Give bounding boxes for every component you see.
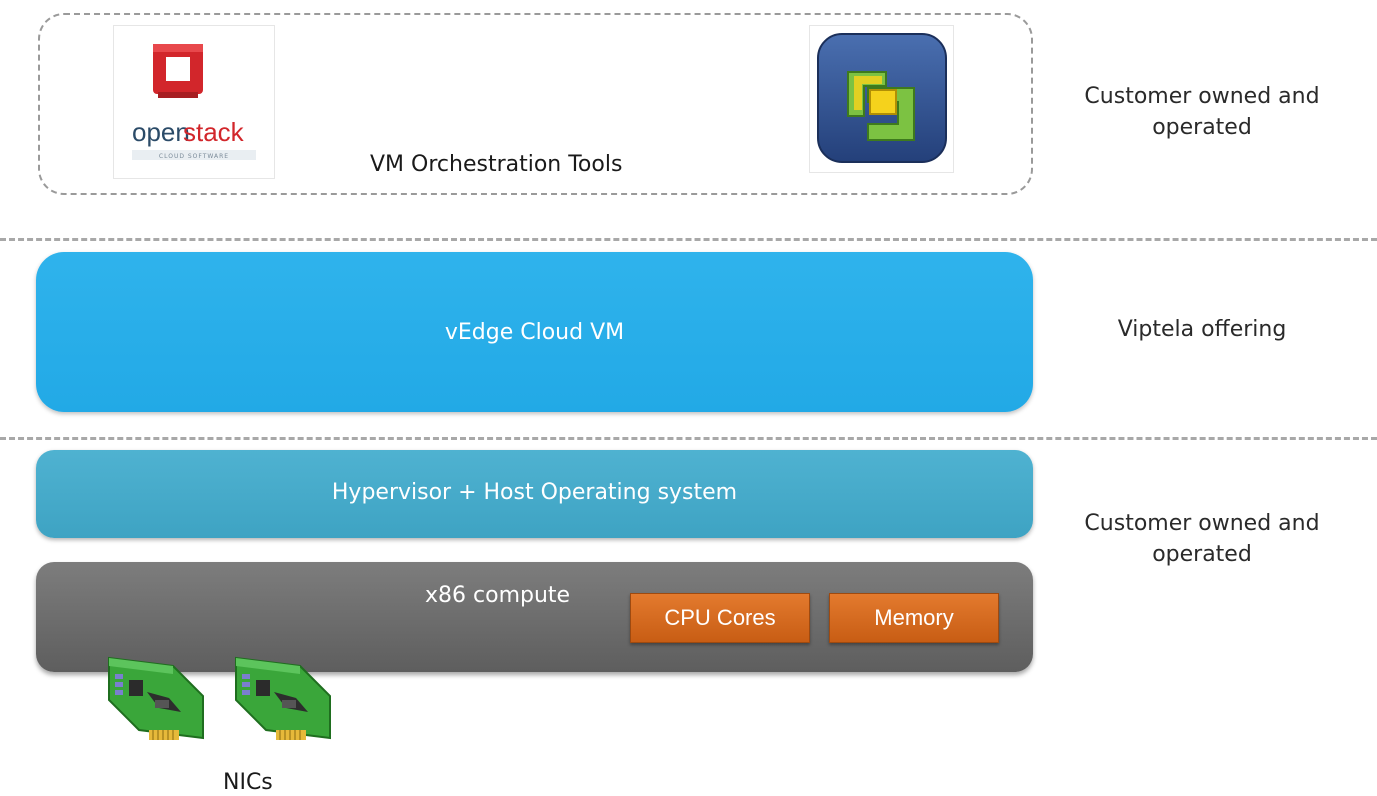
side-label-bottom-line1: Customer owned and <box>1084 511 1320 536</box>
network-card-icon <box>235 656 331 740</box>
side-label-bottom-line2: operated <box>1152 542 1252 567</box>
openstack-wordmark-stack: stack <box>183 117 245 147</box>
cpu-cores-block: CPU Cores <box>630 593 810 643</box>
side-label-top-line1: Customer owned and <box>1084 84 1320 109</box>
vsphere-logo-card <box>809 25 954 173</box>
memory-label: Memory <box>874 605 954 630</box>
orchestration-label: VM Orchestration Tools <box>370 152 623 177</box>
hypervisor-label: Hypervisor + Host Operating system <box>331 480 738 505</box>
vsphere-logo-icon <box>817 33 947 163</box>
x86-compute-label: x86 compute <box>425 583 571 608</box>
hypervisor-layer: Hypervisor + Host Operating system <box>36 450 1033 538</box>
cpu-cores-label: CPU Cores <box>664 605 776 630</box>
nics-label: NICs <box>223 770 273 795</box>
network-card-icon <box>108 656 204 740</box>
memory-block: Memory <box>829 593 999 643</box>
openstack-tagline: CLOUD SOFTWARE <box>159 153 229 160</box>
openstack-logo-icon: open stack CLOUD SOFTWARE <box>132 44 256 160</box>
side-label-middle: Viptela offering <box>1117 317 1287 342</box>
openstack-wordmark-open: open <box>132 117 190 147</box>
separator-bottom <box>0 437 1377 440</box>
openstack-logo-card: open stack CLOUD SOFTWARE <box>113 25 275 179</box>
side-label-top-line2: operated <box>1152 115 1252 140</box>
separator-top <box>0 238 1377 241</box>
side-label-bottom: Customer owned and operated <box>1052 508 1352 570</box>
vedge-cloud-vm-layer: vEdge Cloud VM <box>36 252 1033 412</box>
orchestration-tools-box <box>38 13 1033 195</box>
side-label-top: Customer owned and operated <box>1052 81 1352 143</box>
vedge-label: vEdge Cloud VM <box>444 319 625 345</box>
